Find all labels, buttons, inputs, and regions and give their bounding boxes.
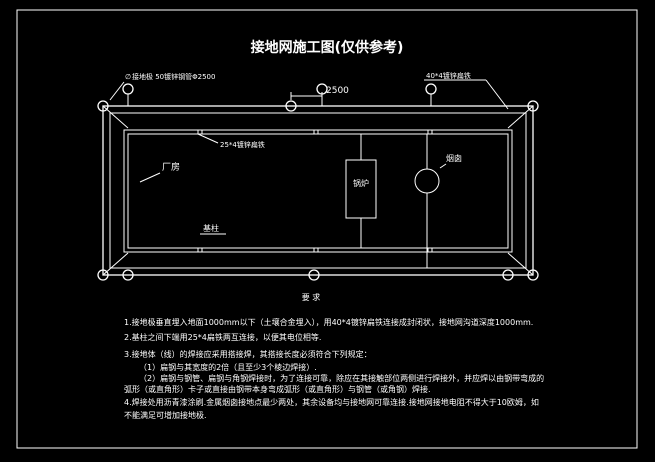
- electrode-circle: [285, 100, 297, 112]
- electrode-circle: [122, 83, 134, 95]
- electrode-circle: [97, 100, 109, 112]
- note-line: （1）扁钢与其宽度的2倍（且至少3个棱边焊接）.: [139, 362, 317, 372]
- note-line: 4.焊接处用沥青漆涂刷.金属烟囱接地点最少两处，其余设备均与接地网可靠连接.接地…: [124, 397, 539, 407]
- outer-ring-inner: [109, 112, 527, 269]
- inner-flat-steel-label: 25*4镀锌扁铁: [220, 140, 265, 149]
- note-line: （2）扁钢与钢管、扁钢与角钢焊接时，为了连接可靠，除应在其接触部位两侧进行焊接外…: [139, 373, 544, 383]
- chimney-label: 烟囱: [446, 153, 462, 163]
- electrode-circle: [425, 83, 437, 95]
- electrode-circle: [502, 269, 514, 281]
- plant-building-inner: [127, 133, 509, 249]
- electrode-circle: [308, 269, 320, 281]
- wall-studs: [197, 129, 433, 253]
- note-line: 1.接地极垂直埋入地面1000mm以下（土壤合金埋入），用40*4镀锌扁铁连接成…: [124, 317, 533, 327]
- outer-ring-outer: [102, 105, 534, 276]
- note-line: 3.接地体（线）的焊接应采用搭接焊，其搭接长度必须符合下列规定：: [124, 349, 372, 359]
- chimney-circle: [414, 168, 440, 194]
- note-line: 弧形（或直角形）卡子或直接由钢带本身弯成弧形（或直角形）与钢管（或角钢）焊接.: [124, 384, 431, 394]
- note-line: 不能满足可增加接地极.: [124, 410, 207, 420]
- note-line: 2.基柱之间下端用25*4扁铁两互连接，以便其电位相等.: [124, 332, 321, 342]
- plant-building-outer: [123, 129, 513, 253]
- plant-label: 厂房: [162, 161, 180, 173]
- ground-electrodes: [97, 83, 539, 281]
- electrode-label: 接地极 50镀锌钢管Φ2500: [132, 72, 215, 81]
- dimension-label: 2500: [326, 86, 349, 96]
- drawing-title: 接地网施工图(仅供参考): [251, 39, 404, 56]
- electrode-circle: [97, 269, 109, 281]
- boiler-box: [345, 159, 377, 219]
- electrode-prefix: ∅: [125, 73, 131, 81]
- outer-flat-steel-label: 40*4镀锌扁铁: [426, 71, 471, 80]
- drawing-border: [16, 9, 638, 449]
- foundation-label: 基柱: [203, 223, 219, 233]
- electrode-circle: [122, 269, 134, 281]
- electrode-circle: [527, 100, 539, 112]
- electrode-circle: [527, 269, 539, 281]
- boiler-label: 锅炉: [353, 178, 369, 188]
- notes-heading: 要 求: [302, 292, 321, 302]
